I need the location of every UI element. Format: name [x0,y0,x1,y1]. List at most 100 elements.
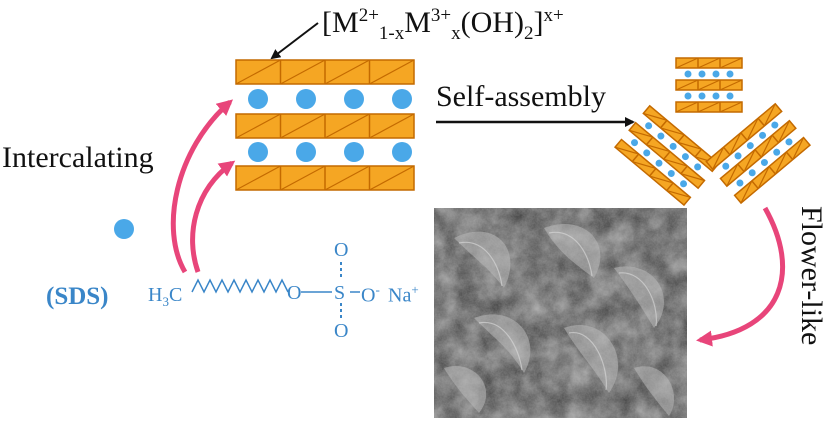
flower-like-assembly [613,57,812,207]
layer-diagonal [760,134,773,158]
layer-diagonal [697,79,721,91]
intercalated-anion [712,70,720,78]
formula-bracket-open: [ [322,6,332,39]
intercalated-anion [734,152,742,160]
layer-diagonal [726,163,739,187]
layer-divider [659,119,668,129]
sem-micrograph [434,208,687,418]
layer-diagonal [646,144,671,153]
layer-divider [751,180,759,190]
layer-divider [740,132,748,141]
layer-diagonal [719,79,743,91]
intercalating-label: Intercalating [2,141,154,174]
sulfur-atom: S [334,282,346,304]
blue-circle-icon [114,219,134,239]
intercalated-anion [296,142,316,162]
formula-m2: M [332,6,359,39]
layer-divider [645,136,654,146]
layer-divider [631,153,640,163]
intercalated-anion [657,132,665,140]
intercalated-anion [698,92,706,100]
layer-diagonal [614,146,639,155]
intercalated-anion [631,139,639,147]
formula-oh-sub: 2 [523,23,534,44]
layer-diagonal [660,127,685,136]
intercalated-anion [712,92,720,100]
intercalated-anion [392,142,412,162]
intercalated-anion [722,162,730,170]
layer-diagonal [675,79,699,91]
layer-diagonal [369,165,415,191]
layer-diagonal [666,189,691,198]
formula-m3-sub: x [451,23,461,44]
layer-diagonal [757,166,770,189]
layer-diagonal [235,59,281,85]
formula-oh: (OH) [460,6,524,39]
intercalated-anion [736,179,744,187]
alkyl-chain [191,278,289,294]
intercalated-anion [759,131,767,139]
flower-stack-top [675,57,743,113]
layer-diagonal [369,113,415,139]
intercalated-anion [643,149,651,157]
layer-diagonal [632,161,657,170]
intercalated-anion [726,70,734,78]
layer-diagonal [280,59,326,85]
intercalated-anion [746,142,754,150]
layer-divider [648,167,657,177]
layer-diagonal [324,165,370,191]
formula-bracket-close: ] [533,6,544,39]
intercalated-anion [344,142,364,162]
layer-diagonal [740,180,753,204]
flower-stack-left [613,104,720,207]
layer-diagonal [774,151,787,175]
ldh-formula: [M2+1-xM3+x(OH)2]x+ [322,6,564,43]
intercalated-anion [248,142,268,162]
layer-diagonal [763,103,776,127]
layer-divider [663,151,671,160]
intercalated-anion [248,89,268,109]
layer-divider [737,163,745,173]
layer-divider [677,134,685,143]
layer-diagonal [778,120,790,144]
formula-pointer-arrow [270,22,319,60]
layer-divider [757,117,766,127]
intercalated-anion [655,159,663,167]
flower-stack-right [705,102,812,205]
sds-label: (SDS) [46,283,109,310]
layer-diagonal [729,132,742,156]
methyl-c: C [168,284,183,306]
ldh-layered-stack [235,59,415,191]
layer-diagonal [324,59,370,85]
sem-texture [434,208,687,418]
layer-diagonal [712,146,725,170]
anion-oxygen: O- [361,283,380,306]
intercalated-anion [698,70,706,78]
formula-layer-charge: x+ [543,5,564,26]
anion-oxygen-letter: O [361,284,376,307]
intercalated-anion [680,180,688,188]
layer-diagonal [629,129,654,138]
methyl-group: H3C [148,285,182,308]
layer-diagonal [649,175,674,184]
intercalated-anion [296,89,316,109]
intercalated-anion [748,169,756,177]
intercalated-anion [667,169,675,177]
layer-diagonal [677,141,702,150]
formula-m2-charge: 2+ [358,5,379,26]
intercalated-anion [760,158,768,166]
layer-diagonal [324,113,370,139]
layer-divider [722,146,731,156]
layer-divider [754,149,762,158]
intercalated-anion [392,89,412,109]
layer-divider [768,165,777,175]
layer-diagonal [280,165,326,191]
intercalated-anion [669,142,677,150]
layer-diagonal [235,113,281,139]
methyl-h: H [148,284,163,306]
formula-m3-charge: 3+ [430,5,452,26]
layer-diagonal [235,165,281,191]
layer-diagonal [680,173,705,182]
layer-diagonal [743,149,756,172]
